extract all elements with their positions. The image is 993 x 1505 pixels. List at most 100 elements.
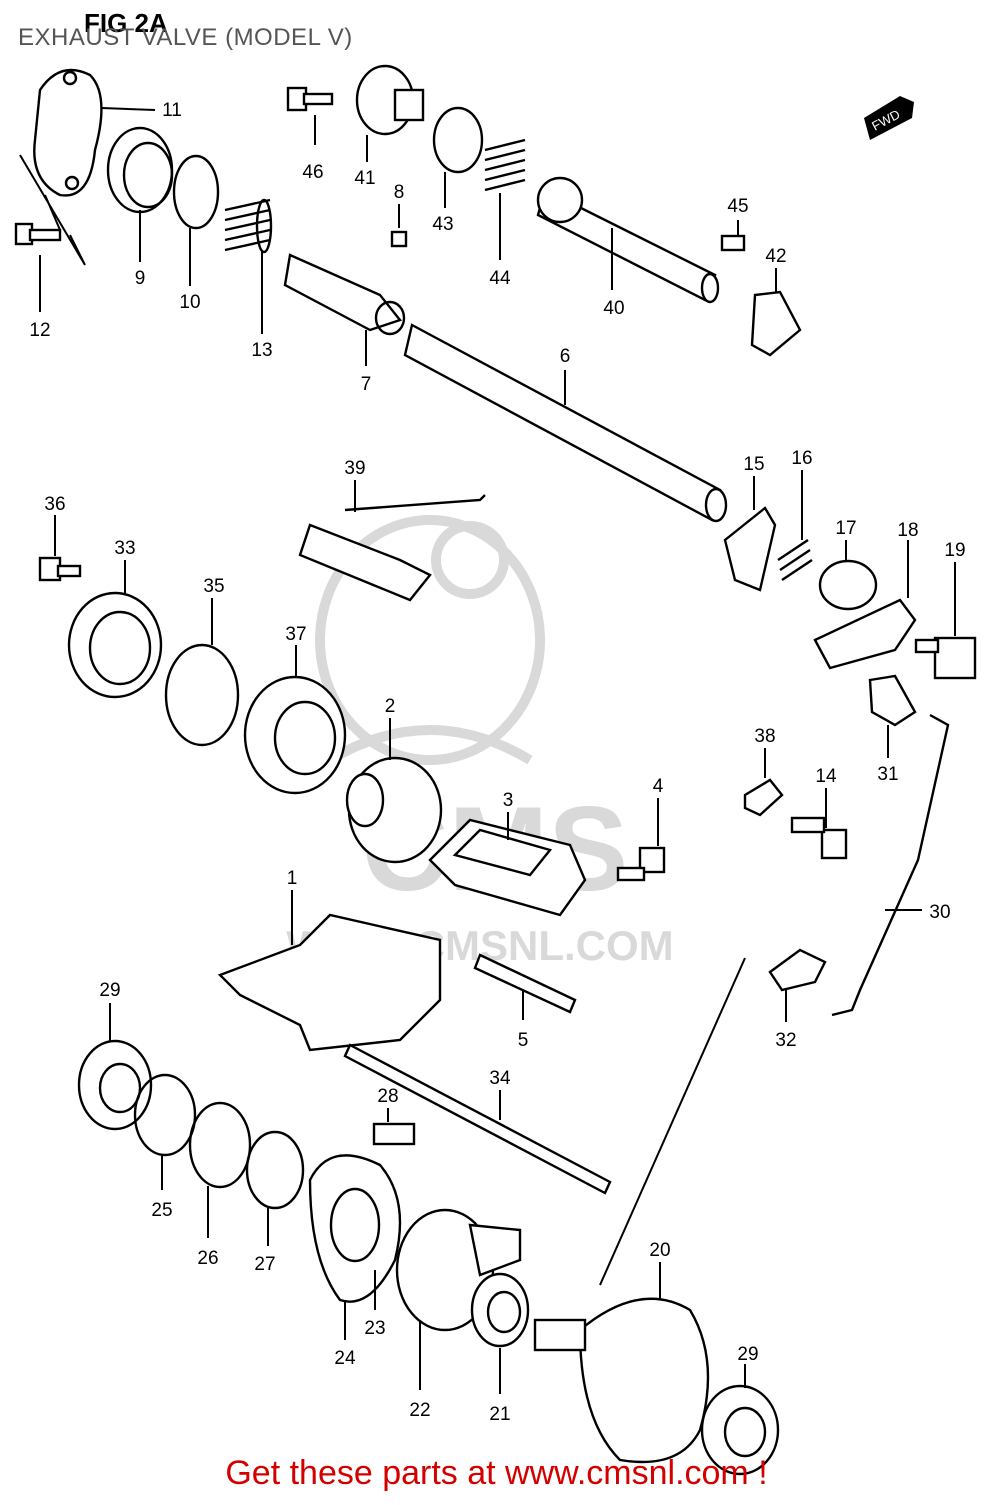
fwd-badge: FWD	[864, 96, 914, 140]
label-19: 19	[944, 540, 965, 561]
part-11-gasket	[19, 68, 156, 266]
label-44: 44	[489, 268, 511, 289]
part-46-bolt	[286, 86, 334, 145]
label-41: 41	[354, 168, 375, 189]
label-45: 45	[727, 196, 748, 217]
part-number-labels: 1 2 3 4 5 6 7 8 9 10 11 12 13 14 15 16 1…	[29, 100, 965, 1425]
label-39: 39	[344, 458, 365, 479]
part-22-pulley	[395, 1208, 522, 1390]
part-29-bearing-left	[77, 1003, 153, 1131]
part-14-bolt	[790, 788, 848, 860]
part-13-spring	[224, 198, 273, 334]
label-6: 6	[560, 346, 571, 367]
part-44-spring	[484, 138, 526, 260]
part-3-cover	[428, 812, 587, 917]
part-19-bolt	[914, 562, 977, 680]
label-14: 14	[815, 766, 837, 787]
label-20: 20	[649, 1240, 670, 1261]
figure-subtitle: EXHAUST VALVE (MODEL V)	[18, 24, 353, 51]
part-31-clip	[868, 674, 917, 758]
label-27: 27	[254, 1254, 275, 1275]
label-25: 25	[151, 1200, 172, 1221]
label-37: 37	[285, 624, 306, 645]
label-3: 3	[503, 790, 514, 811]
part-33-seal	[67, 560, 163, 699]
part-6-rod	[403, 323, 728, 523]
label-36: 36	[44, 494, 65, 515]
label-12: 12	[29, 320, 50, 341]
part-34-rod	[343, 1043, 612, 1195]
part-25-circlip	[133, 1073, 197, 1190]
part-42-lever	[750, 268, 802, 357]
label-8: 8	[394, 182, 405, 203]
part-10-oring	[172, 154, 220, 286]
label-35: 35	[203, 576, 224, 597]
part-7-sleeve	[283, 253, 406, 366]
part-18-arm	[813, 540, 917, 670]
label-38: 38	[754, 726, 775, 747]
label-30: 30	[929, 902, 950, 923]
part-26-ring	[188, 1101, 252, 1238]
label-7: 7	[361, 374, 372, 395]
label-16: 16	[791, 448, 812, 469]
part-35-ring	[164, 598, 240, 747]
part-17-collar	[818, 540, 878, 611]
footer-link-text[interactable]: Get these parts at www.cmsnl.com !	[225, 1454, 768, 1492]
part-29-bearing-right	[700, 1364, 780, 1476]
label-31: 31	[877, 764, 898, 785]
label-33: 33	[114, 538, 135, 559]
part-43-ring	[432, 106, 484, 208]
part-39-bracket	[298, 480, 486, 602]
part-5-pin	[473, 953, 577, 1020]
part-27-gasket	[245, 1130, 305, 1246]
part-30-link-rod	[831, 713, 950, 1017]
label-22: 22	[409, 1400, 430, 1421]
label-9: 9	[135, 268, 146, 289]
part-12-bolt	[14, 222, 62, 312]
part-21-seal	[470, 1272, 530, 1394]
part-28-screw	[372, 1108, 416, 1146]
part-16-spring	[777, 470, 813, 581]
part-41-holder	[355, 64, 425, 162]
label-26: 26	[197, 1248, 218, 1269]
part-20-gear	[533, 1262, 710, 1464]
label-5: 5	[518, 1030, 529, 1051]
part-32-clip	[768, 948, 827, 1022]
label-2: 2	[385, 696, 396, 717]
label-32: 32	[775, 1030, 796, 1051]
figure-title: FIG 2A	[84, 8, 168, 38]
part-38-washer	[743, 748, 784, 817]
part-15-plate	[723, 476, 777, 592]
label-17: 17	[835, 518, 856, 539]
label-1: 1	[287, 868, 298, 889]
label-42: 42	[765, 246, 786, 267]
label-29-left: 29	[99, 980, 120, 1001]
label-43: 43	[432, 214, 453, 235]
label-21: 21	[489, 1404, 510, 1425]
label-29-right: 29	[737, 1344, 758, 1365]
label-46: 46	[302, 162, 323, 183]
link-line	[599, 957, 746, 1286]
part-37-bearing	[243, 645, 347, 795]
part-2-cylinder	[345, 718, 443, 864]
part-36-bolt	[38, 515, 82, 582]
part-1-valve	[217, 890, 442, 1052]
part-9-collar	[106, 126, 174, 262]
part-4-bolt	[616, 798, 666, 882]
part-45-screw	[720, 220, 746, 252]
label-4: 4	[653, 776, 664, 797]
label-24: 24	[334, 1348, 356, 1369]
label-23: 23	[364, 1318, 385, 1339]
label-10: 10	[179, 292, 200, 313]
label-13: 13	[251, 340, 272, 361]
label-15: 15	[743, 454, 764, 475]
label-18: 18	[897, 520, 918, 541]
part-8-screw	[390, 204, 408, 248]
label-40: 40	[603, 298, 624, 319]
label-28: 28	[377, 1086, 398, 1107]
label-34: 34	[489, 1068, 511, 1089]
part-24-housing	[308, 1154, 402, 1340]
part-40-shaft	[536, 176, 720, 304]
